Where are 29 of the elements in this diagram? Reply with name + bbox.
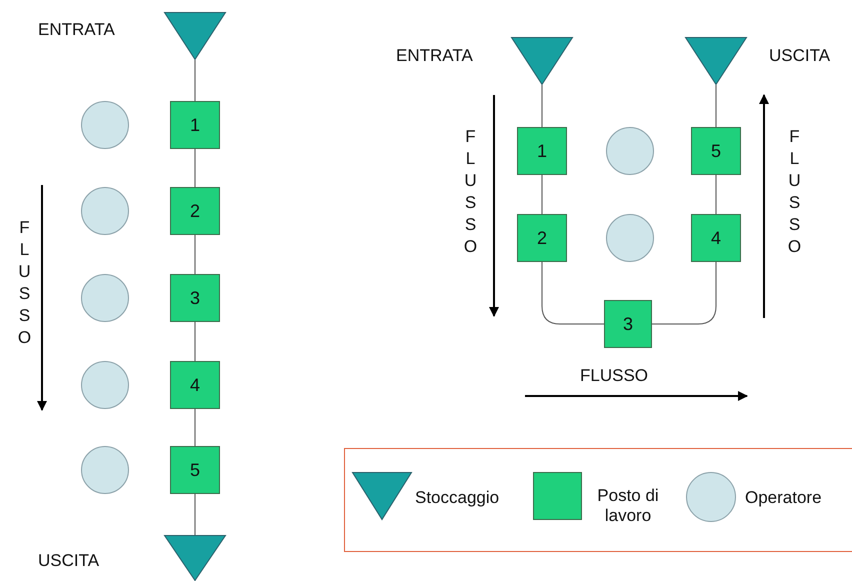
flow-label: FLUSSO xyxy=(784,127,804,259)
flow-label: FLUSSO xyxy=(14,218,34,350)
flow-label: FLUSSO xyxy=(580,366,648,386)
connector-line xyxy=(194,60,196,102)
workstation-box: 5 xyxy=(691,127,741,175)
workstation-box: 4 xyxy=(170,361,220,409)
legend-text: Posto di lavoro xyxy=(596,486,660,526)
flow-label: FLUSSO xyxy=(460,127,480,259)
workstation-box: 3 xyxy=(604,300,652,348)
workstation-box: 5 xyxy=(170,446,220,494)
legend-text: Stoccaggio xyxy=(415,488,500,508)
connector-line xyxy=(542,262,604,324)
workstation-box: 1 xyxy=(170,101,220,149)
connector-line xyxy=(194,234,196,274)
caption-text: USCITA xyxy=(38,551,100,571)
caption-text: ENTRATA xyxy=(396,46,473,66)
workstation-box: 3 xyxy=(170,274,220,322)
workstation-box: 2 xyxy=(517,214,567,262)
connector-line xyxy=(194,322,196,362)
connector-line xyxy=(652,262,716,324)
connector-line xyxy=(194,494,196,536)
caption-text: USCITA xyxy=(769,46,830,66)
legend-text: Operatore xyxy=(745,488,822,508)
workstation-box: 1 xyxy=(517,127,567,175)
workstation-box: 2 xyxy=(170,187,220,235)
connector-line xyxy=(194,408,196,446)
workstation-box: 4 xyxy=(691,214,741,262)
caption-text: ENTRATA xyxy=(38,20,115,40)
connector-line xyxy=(194,148,196,188)
